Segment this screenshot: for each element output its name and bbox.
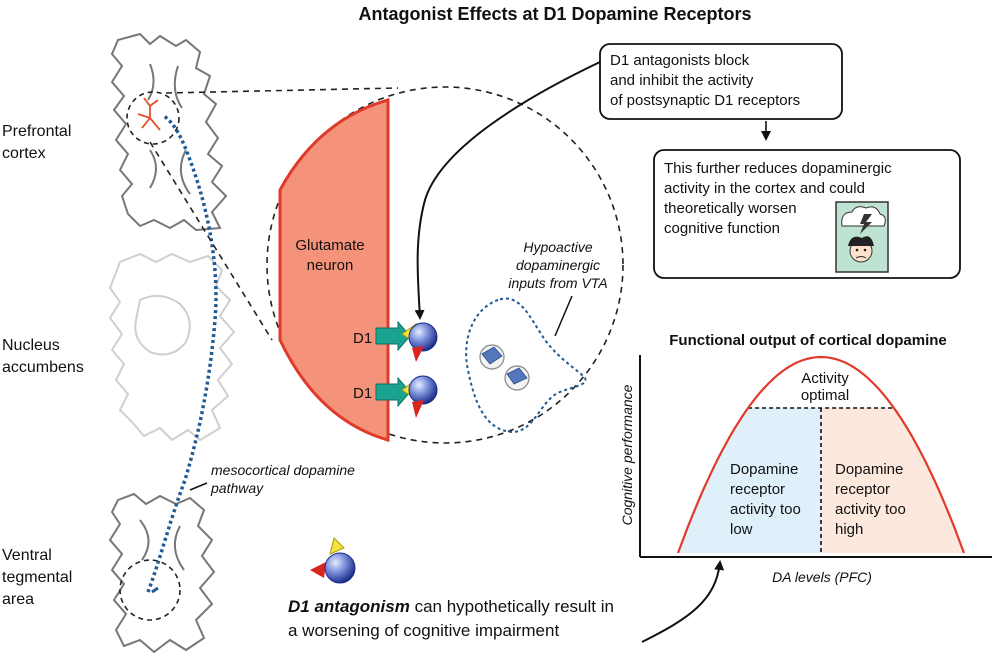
vta-input-leader-line (554, 295, 573, 337)
chart: Functional output of cortical dopamine D… (619, 332, 992, 585)
region-label-vta-line2: tegmental (2, 569, 72, 586)
glutamate-neuron (278, 98, 390, 442)
pathway-label-line2: pathway (210, 480, 264, 496)
brain-section-vta (108, 492, 216, 654)
info-box-2-line3: theoretically worsen (664, 200, 797, 217)
info-box-1-line3: of postsynaptic D1 receptors (610, 92, 800, 109)
neuron-label-line1: Glutamate (295, 237, 364, 254)
inverted-u-curve (676, 355, 966, 554)
mesocortical-pathway-line (146, 114, 218, 593)
region-label-prefrontal-line1: Prefrontal (2, 123, 71, 140)
caption-emphasis: D1 antagonism (288, 597, 410, 616)
low-label-line1: Dopamine (730, 461, 798, 478)
pathway-leader-line (189, 482, 208, 491)
info-box-2-line2: activity in the cortex and could (664, 180, 865, 197)
vta-origin-mark (151, 586, 159, 594)
zoom-line-top (165, 87, 399, 94)
brain-section-accumbens (108, 252, 236, 442)
region-low-fill (678, 408, 821, 553)
x-axis-label: DA levels (PFC) (772, 569, 872, 585)
chart-title: Functional output of cortical dopamine (669, 332, 947, 349)
y-axis-label: Cognitive performance (619, 384, 635, 525)
high-label-line4: high (835, 521, 863, 538)
region-label-accumbens-line1: Nucleus (2, 337, 60, 354)
vta-input-label-line2: dopaminergic (516, 257, 600, 273)
info-box-2-line4: cognitive function (664, 220, 780, 237)
caption-line2: a worsening of cognitive impairment (288, 621, 559, 640)
pathway-label-line1: mesocortical dopamine (211, 462, 355, 478)
d1-receptor-lower (375, 375, 438, 418)
low-label-line2: receptor (730, 481, 785, 498)
high-label-line1: Dopamine (835, 461, 903, 478)
page-title: Antagonist Effects at D1 Dopamine Recept… (358, 4, 751, 24)
pfc-magnifier-circle (126, 91, 180, 145)
vta-magnifier-circle (119, 559, 181, 621)
pyramidal-neuron-icon (137, 97, 161, 131)
brain-section-prefrontal (110, 32, 228, 232)
region-label-vta-line1: Ventral (2, 547, 52, 564)
zoom-circle (266, 86, 624, 444)
arrow-box1-to-receptor (414, 61, 601, 320)
vta-input-terminal (465, 297, 587, 434)
low-label-line4: low (730, 521, 753, 538)
d1-receptor-upper (375, 320, 438, 362)
region-high-fill (821, 408, 964, 553)
vesicle-icon (479, 344, 530, 391)
info-box-2-line1: This further reduces dopaminergic (664, 160, 892, 177)
worried-face-icon (835, 201, 889, 273)
low-label-line3: activity too (730, 501, 801, 518)
d1-label-upper: D1 (353, 330, 372, 347)
info-box-1-line2: and inhibit the activity (610, 72, 754, 89)
vta-input-label-line3: inputs from VTA (508, 275, 607, 291)
arrow-caption-to-chart (641, 560, 725, 643)
optimal-label-line1: Activity (801, 370, 849, 387)
high-label-line3: activity too (835, 501, 906, 518)
d1-label-lower: D1 (353, 385, 372, 402)
region-label-accumbens-line2: accumbens (2, 359, 84, 376)
info-box-1-line1: D1 antagonists block (610, 52, 750, 69)
antagonist-molecule-icon (310, 537, 356, 584)
region-label-vta-line3: area (2, 591, 34, 608)
caption-line1: D1 antagonism can hypothetically result … (288, 597, 614, 616)
optimal-label-line2: optimal (801, 387, 849, 404)
zoom-line-bottom (149, 141, 273, 341)
neuron-label-line2: neuron (307, 257, 354, 274)
vta-input-label-line1: Hypoactive (523, 239, 592, 255)
caption-rest: can hypothetically result in (410, 597, 614, 616)
high-label-line2: receptor (835, 481, 890, 498)
region-label-prefrontal-line2: cortex (2, 145, 46, 162)
info-box-1 (599, 43, 843, 120)
